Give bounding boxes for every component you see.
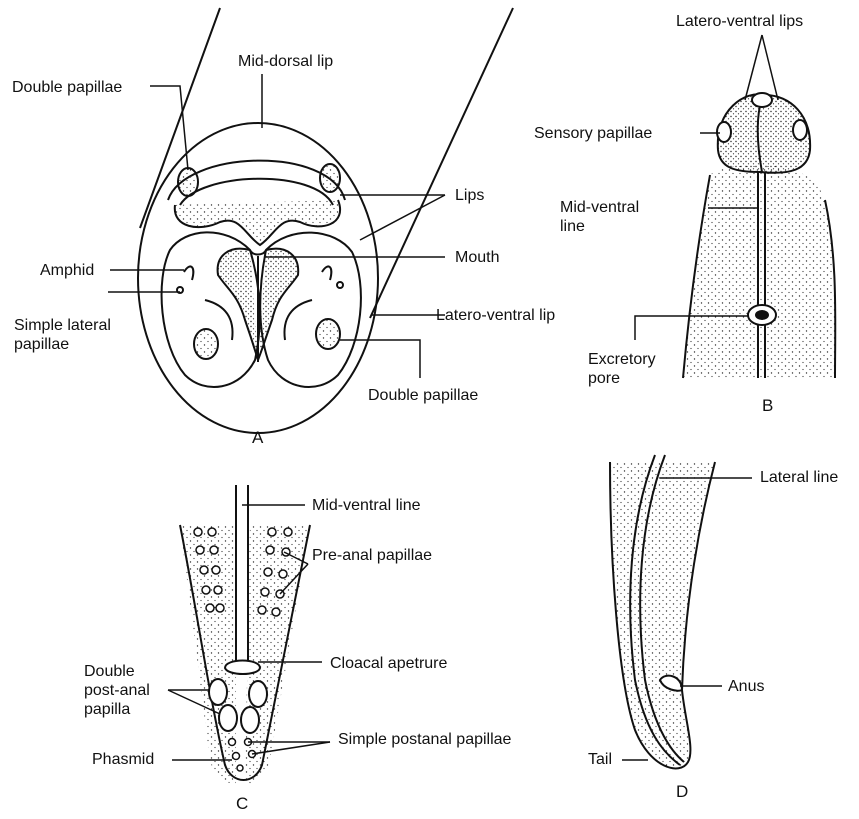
- label-latero-ventral-lip: Latero-ventral lip: [436, 306, 555, 325]
- label-simple-lateral-papillae: Simple lateral papillae: [14, 316, 111, 354]
- panel-letter-d: D: [676, 782, 688, 802]
- mouth: [250, 250, 266, 255]
- label-simple-postanal-papillae: Simple postanal papillae: [338, 730, 511, 749]
- sensory-papilla-right: [793, 120, 807, 140]
- panel-letter-a: A: [252, 428, 263, 448]
- double-papillae-ventral-right: [316, 319, 340, 349]
- label-double-papillae-bottom: Double papillae: [368, 386, 478, 405]
- body-outline-right: [370, 8, 513, 318]
- simple-lateral-papilla-right: [337, 282, 343, 288]
- panel-letter-c: C: [236, 794, 248, 814]
- amphid-left: [184, 266, 193, 280]
- label-tail: Tail: [588, 750, 612, 769]
- label-mid-ventral-line-c: Mid-ventral line: [312, 496, 420, 515]
- label-pre-anal-papillae: Pre-anal papillae: [312, 546, 432, 565]
- panel-a-drawing: [138, 8, 513, 433]
- double-post-anal-papilla-left-upper: [209, 679, 227, 705]
- label-double-post-anal-papilla: Double post-anal papilla: [84, 662, 150, 719]
- double-post-anal-papilla-left-lower: [219, 705, 237, 731]
- panel-d-drawing: [610, 455, 715, 768]
- label-double-papillae-top: Double papillae: [12, 78, 122, 97]
- label-amphid: Amphid: [40, 261, 94, 280]
- amphid-right: [322, 266, 331, 280]
- label-lateral-line: Lateral line: [760, 468, 838, 487]
- label-mouth: Mouth: [455, 248, 499, 267]
- label-sensory-papillae: Sensory papillae: [534, 124, 652, 143]
- label-lips: Lips: [455, 186, 484, 205]
- label-mid-dorsal-lip: Mid-dorsal lip: [238, 52, 333, 71]
- panel-letter-b: B: [762, 396, 773, 416]
- mid-dorsal-lip: [175, 200, 340, 245]
- body-outline-left: [140, 8, 220, 228]
- label-excretory-pore: Excretory pore: [588, 350, 656, 388]
- double-post-anal-papilla-right-upper: [249, 681, 267, 707]
- label-anus: Anus: [728, 677, 764, 696]
- label-mid-ventral-line-b: Mid-ventral line: [560, 198, 639, 236]
- sensory-papilla-left: [717, 122, 731, 142]
- double-papillae-ventral-left: [194, 329, 218, 359]
- double-papillae-dorsal-right: [320, 164, 340, 192]
- cloacal-aperture: [225, 661, 260, 675]
- label-phasmid: Phasmid: [92, 750, 154, 769]
- label-cloacal-apetrure: Cloacal apetrure: [330, 654, 447, 673]
- panel-c-drawing: [180, 485, 310, 785]
- label-latero-ventral-lips: Latero-ventral lips: [676, 12, 803, 31]
- latero-ventral-lip-tip: [752, 93, 772, 107]
- double-post-anal-papilla-right-lower: [241, 707, 259, 733]
- double-papillae-dorsal-left: [178, 168, 198, 196]
- panel-b-drawing: [683, 93, 835, 378]
